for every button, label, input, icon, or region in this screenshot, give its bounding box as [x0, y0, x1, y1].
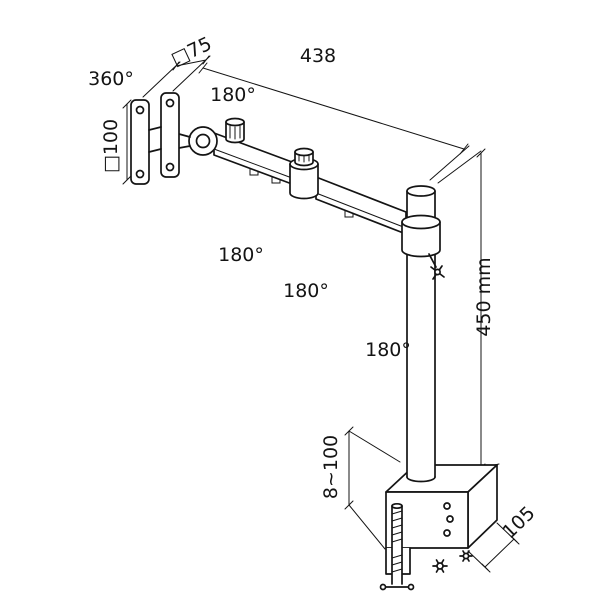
clamp-front-face [385, 491, 469, 549]
dimension-lines [122, 55, 520, 573]
vesa-hole [165, 162, 175, 172]
label-arm-reach-438: 438 [300, 45, 336, 67]
desk-clamp [379, 464, 498, 591]
label-clamp-depth-105: 105 [498, 502, 539, 543]
head-knob [225, 117, 245, 144]
label-vesa-75: □75 [168, 33, 215, 71]
label-rotation-180-pole: 180° [365, 339, 411, 361]
dimension-labels: 360° □75 438 180° □100 180° 180° 180° 45… [88, 33, 539, 544]
vesa-slat-front [130, 99, 150, 185]
clamp-screw [379, 502, 415, 591]
clamp-knob-right [459, 550, 473, 562]
collar-lever-knob [430, 265, 445, 280]
pole-collar-joint [401, 214, 445, 280]
collar-lever [428, 253, 437, 268]
vesa-slat-back [160, 92, 180, 178]
label-vesa-100: □100 [100, 119, 122, 173]
vesa-hole [135, 169, 145, 179]
label-rotation-180-elbow1: 180° [218, 244, 264, 266]
cable-clip-3 [344, 210, 354, 218]
cable-clip-2 [271, 176, 281, 184]
arm-link-1 [213, 132, 293, 185]
pole-top-cap [406, 185, 436, 197]
vesa-hole [135, 105, 145, 115]
clamp-hole-2 [446, 515, 454, 523]
label-clamp-range-8-100: 8~100 [320, 435, 342, 499]
vesa-pivot-joint [178, 126, 218, 156]
vesa-hole [165, 98, 175, 108]
elbow-joint [289, 147, 319, 200]
cable-clip-1 [249, 168, 259, 176]
vesa-plate [130, 92, 180, 185]
clamp-hole-1 [443, 502, 451, 510]
clamp-knob-left [432, 559, 448, 573]
label-rotation-180-elbow2: 180° [283, 280, 329, 302]
arm-link-2 [315, 176, 407, 235]
clamp-hole-3 [443, 529, 451, 537]
label-rotation-180-top: 180° [210, 84, 256, 106]
label-pole-height-450: 450 mm [473, 257, 495, 336]
arm [178, 117, 407, 235]
label-rotation-360: 360° [88, 68, 134, 90]
